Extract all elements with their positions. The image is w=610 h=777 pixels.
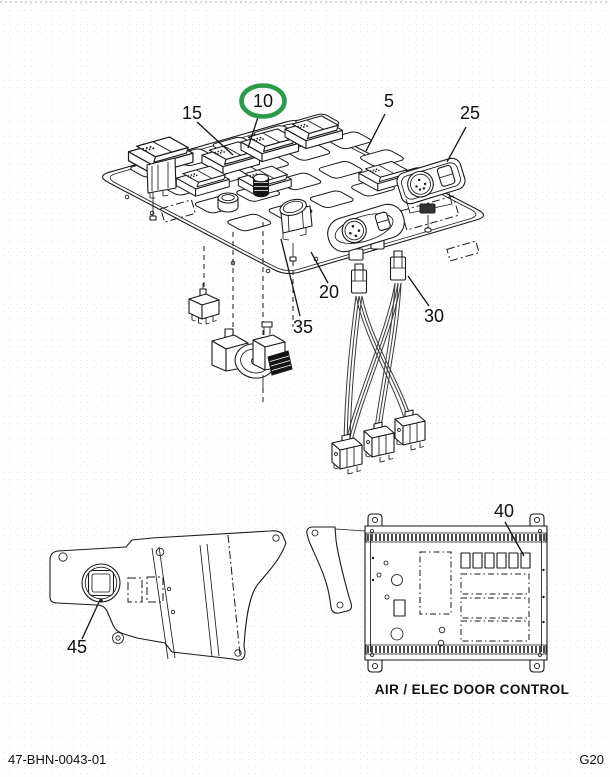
footer-doc-number: 47-BHN-0043-01 — [8, 752, 106, 767]
callout-15-label: 15 — [182, 103, 202, 123]
gauge-bezel — [81, 563, 121, 603]
toggle-switch — [188, 283, 220, 325]
callout-35-label: 35 — [293, 317, 313, 337]
callout-30-label: 30 — [424, 306, 444, 326]
push-button-switch — [279, 198, 313, 241]
harness-plug-left — [350, 263, 368, 294]
fuse-row — [460, 552, 531, 569]
coil-part — [252, 173, 270, 198]
callout-10-label: 10 — [253, 91, 273, 111]
wiring-harness-figure — [331, 250, 426, 475]
callout-45-label: 45 — [67, 637, 87, 657]
callout-40-leader — [504, 521, 525, 557]
panel-body — [364, 525, 548, 661]
callout-40-label: 40 — [494, 501, 514, 521]
callout-25-label: 25 — [460, 103, 480, 123]
door-control-panel-figure: 40 AIR / ELEC DOOR CONTROL — [306, 501, 569, 697]
footer-page-code: G20 — [579, 752, 604, 767]
harness-connector-3 — [394, 409, 426, 451]
harness-connector-2 — [363, 421, 395, 463]
rotary-switch-assembly — [211, 321, 293, 388]
air-control — [327, 203, 405, 253]
cylinder-knob — [217, 192, 239, 213]
harness-connector-1 — [331, 433, 363, 475]
callout-20-label: 20 — [319, 282, 339, 302]
callout-leaders — [196, 113, 467, 317]
mirror-switch — [396, 157, 466, 233]
callout-5-label: 5 — [384, 91, 394, 111]
air-elec-door-control-caption: AIR / ELEC DOOR CONTROL — [375, 682, 569, 697]
mounting-bracket — [306, 526, 353, 614]
switch-panel-figure — [101, 113, 485, 403]
rocker-switch-left — [127, 136, 194, 199]
side-panel-figure: 45 — [49, 530, 287, 661]
highlight-ellipse — [239, 83, 287, 119]
harness-plug-right — [389, 250, 407, 281]
callout-45-leader — [81, 601, 100, 640]
